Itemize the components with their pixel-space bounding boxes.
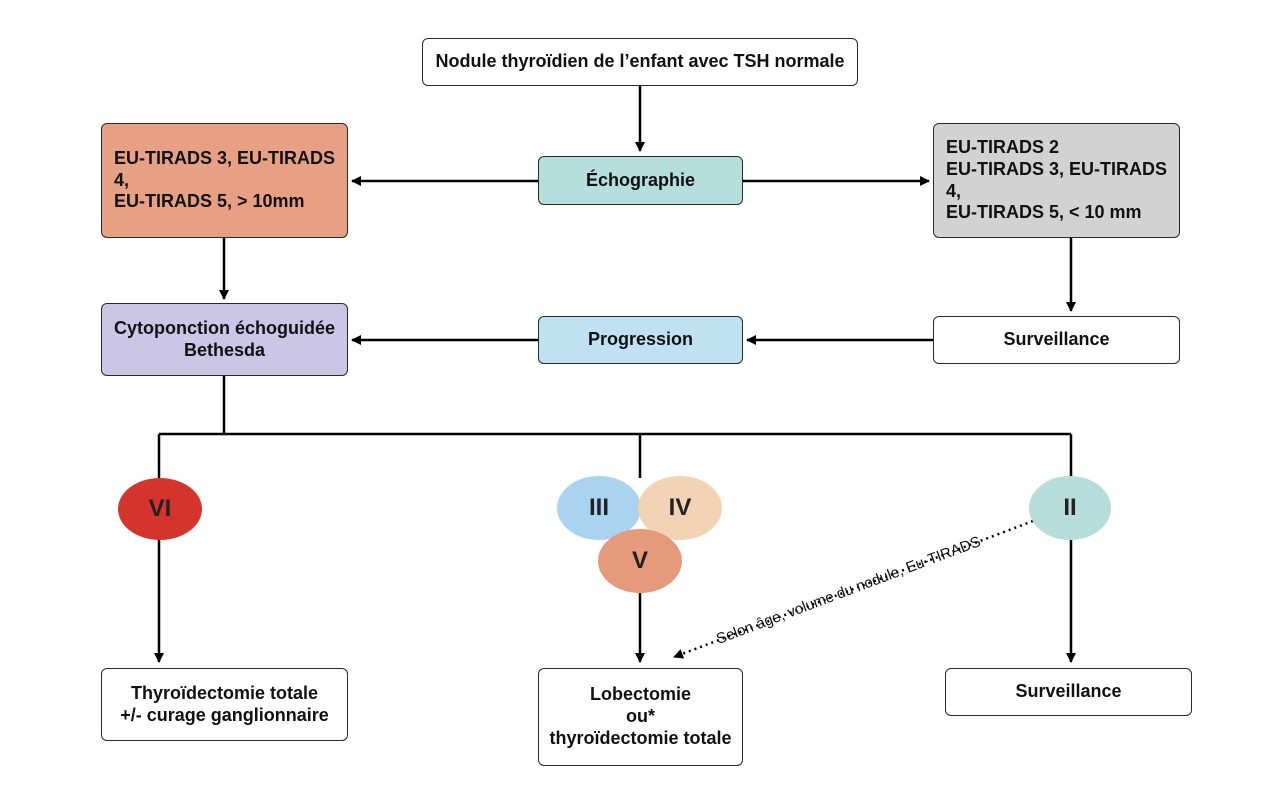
category-iii-oval: III: [557, 476, 641, 540]
cytoponction-line2: Bethesda: [183, 339, 265, 360]
lobectomie-line1: Lobectomie: [589, 684, 691, 705]
category-vi-oval: VI: [118, 478, 202, 540]
category-vi-label: VI: [148, 495, 172, 522]
cytoponction-node: Cytoponction échoguidée Bethesda: [101, 303, 348, 376]
eu-tirads-low-node: EU-TIRADS 2 EU-TIRADS 3, EU-TIRADS 4, EU…: [933, 123, 1180, 238]
start-node-label: Nodule thyroïdien de l’enfant avec TSH n…: [435, 51, 845, 72]
eu-tirads-high-node: EU-TIRADS 3, EU-TIRADS 4, EU-TIRADS 5, >…: [101, 123, 348, 238]
eu-tirads-high-line2: EU-TIRADS 5, > 10mm: [114, 191, 305, 212]
progression-node: Progression: [538, 316, 743, 364]
thyroidectomie-line2: +/- curage ganglionnaire: [120, 704, 329, 725]
cytoponction-line1: Cytoponction échoguidée: [113, 317, 335, 338]
thyroidectomie-line1: Thyroïdectomie totale: [130, 682, 318, 703]
thyroidectomie-node: Thyroïdectomie totale +/- curage ganglio…: [101, 668, 348, 741]
category-v-label: V: [631, 547, 648, 574]
lobectomie-line3: thyroïdectomie totale: [549, 727, 732, 748]
category-ii-label: II: [1063, 494, 1077, 521]
surveillance-bottom-label: Surveillance: [1015, 681, 1122, 702]
progression-label: Progression: [587, 329, 694, 350]
eu-tirads-high-line1: EU-TIRADS 3, EU-TIRADS 4,: [114, 147, 336, 190]
category-iv-oval: IV: [638, 476, 722, 540]
start-node: Nodule thyroïdien de l’enfant avec TSH n…: [422, 38, 858, 86]
category-v-oval: V: [598, 529, 682, 593]
category-ii-oval: II: [1029, 476, 1111, 540]
lobectomie-line2: ou*: [626, 706, 655, 727]
category-iii-label: III: [588, 494, 609, 521]
surveillance-top-node: Surveillance: [933, 316, 1180, 364]
surveillance-bottom-node: Surveillance: [945, 668, 1192, 716]
category-iv-label: IV: [668, 494, 692, 521]
dotted-arrow-ii-to-lobe: [673, 519, 1034, 659]
eu-tirads-low-line1: EU-TIRADS 2: [946, 136, 1060, 157]
eu-tirads-low-line3: EU-TIRADS 5, < 10 mm: [946, 202, 1142, 223]
eu-tirads-low-line2: EU-TIRADS 3, EU-TIRADS 4,: [946, 158, 1168, 201]
echographie-node: Échographie: [538, 156, 743, 205]
echographie-label: Échographie: [585, 169, 696, 190]
surveillance-top-label: Surveillance: [1003, 329, 1110, 350]
lobectomie-node: Lobectomie ou* thyroïdectomie totale: [538, 668, 743, 766]
